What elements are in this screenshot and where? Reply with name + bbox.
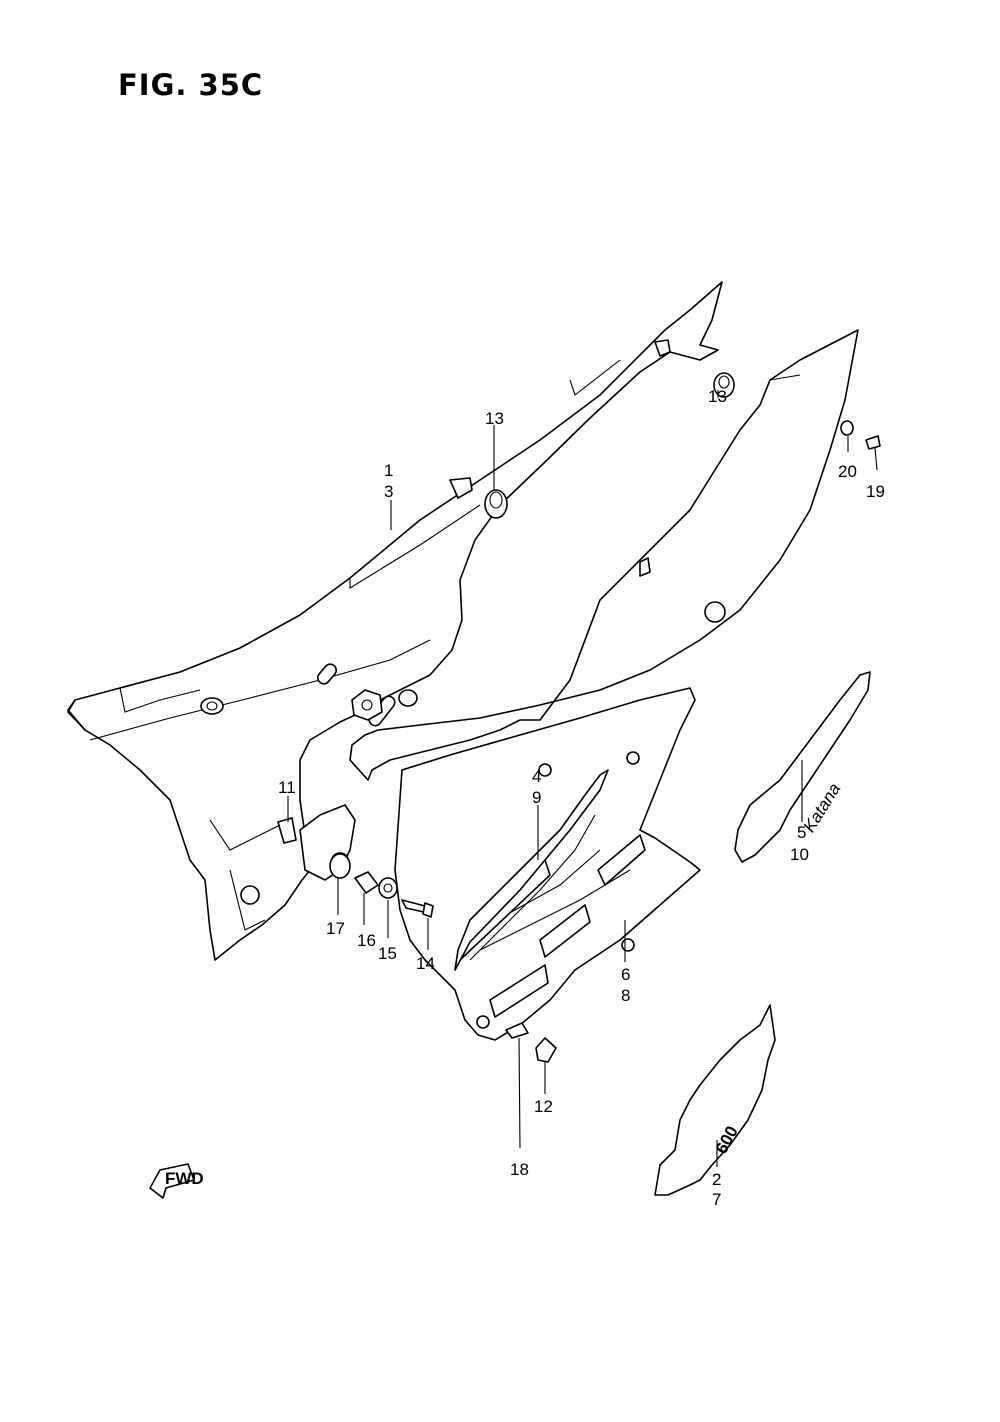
callout-1: 1 [384,461,393,480]
washer-20 [840,420,854,436]
left-frame-cover [67,281,723,961]
callout-14: 14 [416,954,435,973]
grommet-13-right [713,372,735,398]
right-frame-cover [349,329,859,781]
pad-12 [535,1037,557,1063]
callouts: 1 3 13 13 20 19 11 4 9 5 10 17 16 15 14 … [278,387,885,1209]
collar-16 [354,871,379,894]
callout-12: 12 [534,1097,553,1116]
callout-15: 15 [378,944,397,963]
callout-4: 4 [532,767,541,786]
grommet-13-left [484,489,508,519]
decal-600-2-7: 600 [654,1004,776,1196]
callout-20: 20 [838,462,857,481]
callout-18: 18 [510,1160,529,1179]
callout-8: 8 [621,986,630,1005]
callout-13-left: 13 [485,409,504,428]
callout-16: 16 [357,931,376,950]
fwd-label: FWD [165,1169,204,1188]
decal-stripe-4-9 [454,769,609,971]
lower-side-cover [394,687,701,1041]
bolt-14 [401,899,434,918]
callout-7: 7 [712,1190,721,1209]
screw-19 [865,435,881,471]
callout-9: 9 [532,788,541,807]
callout-6: 6 [621,965,630,984]
callout-19: 19 [866,482,885,501]
fwd-direction-arrow: FWD [149,1163,204,1199]
callout-11: 11 [278,778,296,797]
leader-lines [287,390,849,1167]
callout-3: 3 [384,482,393,501]
washer-15 [378,877,398,899]
grommet-17 [329,853,351,879]
figure-title: FIG. 35C [118,68,264,102]
callout-17: 17 [326,919,345,938]
callout-10: 10 [790,845,809,864]
screw-18 [505,1022,529,1149]
callout-13-right: 13 [708,387,727,406]
callout-2: 2 [712,1170,721,1189]
callout-5: 5 [797,823,806,842]
